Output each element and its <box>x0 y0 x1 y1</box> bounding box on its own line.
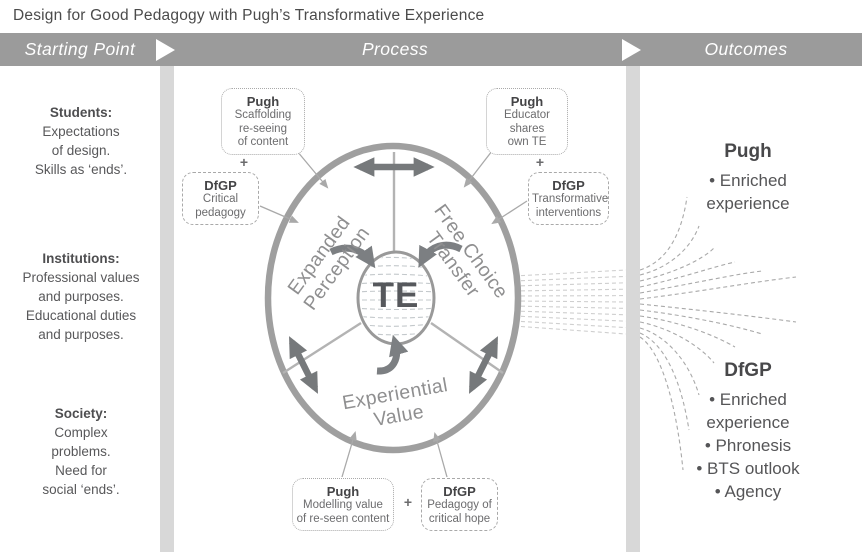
plus-sign: + <box>403 494 413 510</box>
outcomes-pugh-group: Pugh • Enriched experience <box>660 141 836 215</box>
column-divider <box>160 66 174 552</box>
dfgp-critical-hope-box: DfGP Pedagogy of critical hope <box>421 478 498 531</box>
page-title: Design for Good Pedagogy with Pugh’s Tra… <box>13 7 485 24</box>
outcomes-pugh-heading: Pugh <box>724 141 772 162</box>
box-connector-arrows <box>259 150 528 478</box>
starting-point-society: Society: Complex problems. Need for soci… <box>42 406 120 497</box>
pugh-educator-box: Pugh Educator shares own TE <box>486 88 568 155</box>
te-core-label: TE <box>372 276 420 315</box>
outcome-item: • Enriched <box>709 390 787 409</box>
double-arrow-icon <box>289 157 498 394</box>
outcome-item: experience <box>706 413 790 432</box>
dashed-fan-curves <box>639 196 797 471</box>
dfgp-transformative-box: DfGP Transformative interventions <box>528 172 609 225</box>
outcome-item: • BTS outlook <box>696 459 800 478</box>
pugh-modelling-box: Pugh Modelling value of re-seen content <box>292 478 394 531</box>
pugh-scaffolding-box: Pugh Scaffolding re-seeing of content <box>221 88 305 155</box>
outcome-item: • Agency <box>714 482 782 501</box>
flow-arrow-icon <box>156 39 175 61</box>
dfgp-critical-pedagogy-box: DfGP Critical pedagogy <box>182 172 259 225</box>
starting-point-students: Students: Expectations of design. Skills… <box>34 105 128 177</box>
column-header-process: Process <box>361 39 428 59</box>
header-band <box>0 33 862 66</box>
column-header-starting-point: Starting Point <box>24 39 136 59</box>
flow-arrow-icon <box>622 39 641 61</box>
plus-sign: + <box>239 154 249 170</box>
column-header-outcomes: Outcomes <box>704 39 788 59</box>
starting-point-institutions: Institutions: Professional values and pu… <box>22 251 140 342</box>
outcome-item: • Enriched <box>709 171 787 190</box>
outcomes-dfgp-group: DfGP • Enriched experience • Phronesis •… <box>660 360 836 503</box>
outcome-item: experience <box>706 194 790 213</box>
outcomes-dfgp-heading: DfGP <box>724 360 772 381</box>
column-divider <box>626 66 640 552</box>
curved-arrow-icon <box>329 241 463 375</box>
plus-sign: + <box>535 154 545 170</box>
dashed-bundle-lines <box>513 269 627 335</box>
outcome-item: • Phronesis <box>704 436 792 455</box>
